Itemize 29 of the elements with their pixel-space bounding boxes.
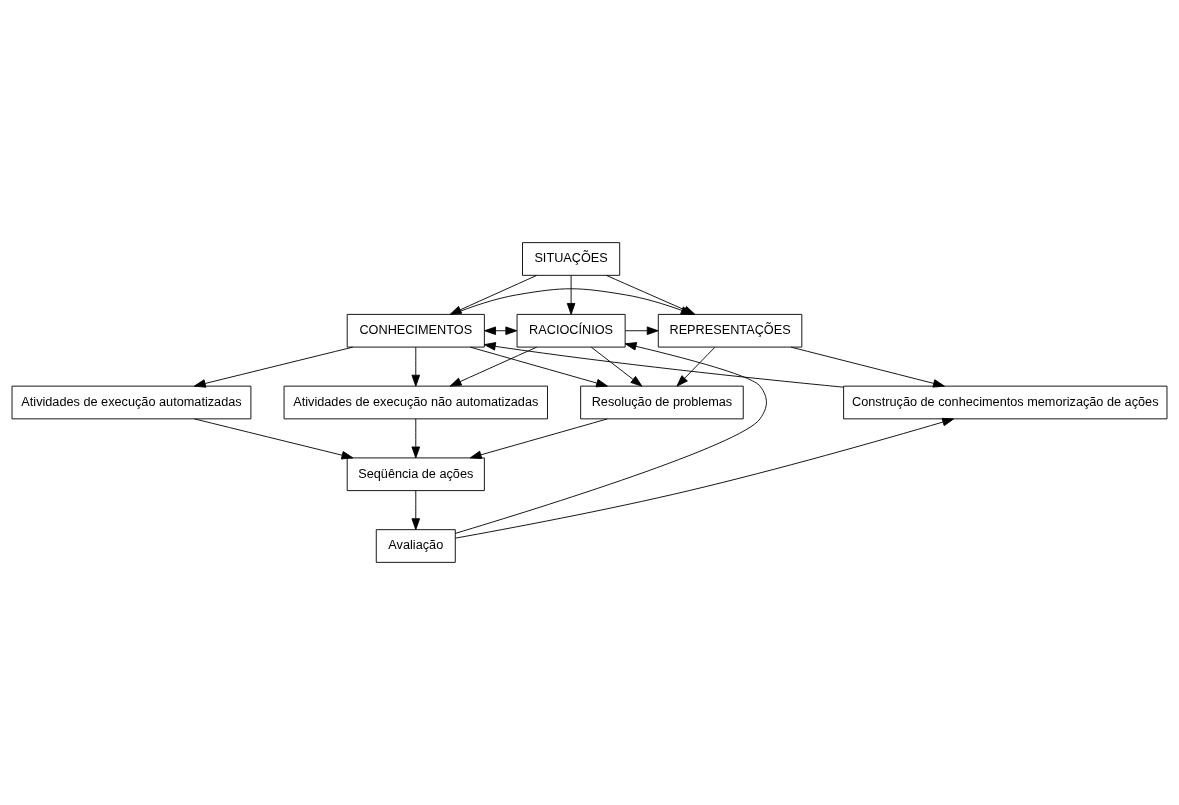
arrow (411, 418, 421, 459)
arrow (411, 346, 421, 387)
node-box: CONHECIMENTOS (346, 313, 485, 348)
node-box: Seqüência de ações (346, 457, 485, 492)
node-box: Construção de conhecimentos memorização de ações (843, 385, 1168, 420)
arrow (566, 274, 576, 315)
node-box: RACIOCÍNIOS (516, 313, 626, 348)
node-box: Resolução de problemas (580, 385, 744, 420)
arrow (454, 417, 955, 539)
node-box: SITUAÇÕES (522, 242, 621, 276)
node-box: Atividades de execução automatizadas (11, 385, 252, 420)
arrow (483, 342, 844, 388)
node-box: Atividades de execução não automatizadas (283, 385, 548, 420)
arrow (590, 346, 643, 387)
arrow (451, 288, 693, 315)
arrow (193, 346, 354, 388)
arrow (194, 418, 354, 460)
node-box: REPRESENTAÇÕES (657, 313, 803, 348)
arrow (449, 346, 538, 387)
arrow (676, 346, 716, 387)
arrow (449, 274, 538, 315)
node-box: Avaliação (375, 529, 456, 563)
arrow (454, 342, 767, 534)
arrow (790, 346, 945, 388)
arrow (469, 346, 608, 388)
arrow (484, 326, 518, 335)
arrow (411, 490, 421, 531)
arrow (469, 418, 608, 459)
arrow (624, 326, 659, 335)
